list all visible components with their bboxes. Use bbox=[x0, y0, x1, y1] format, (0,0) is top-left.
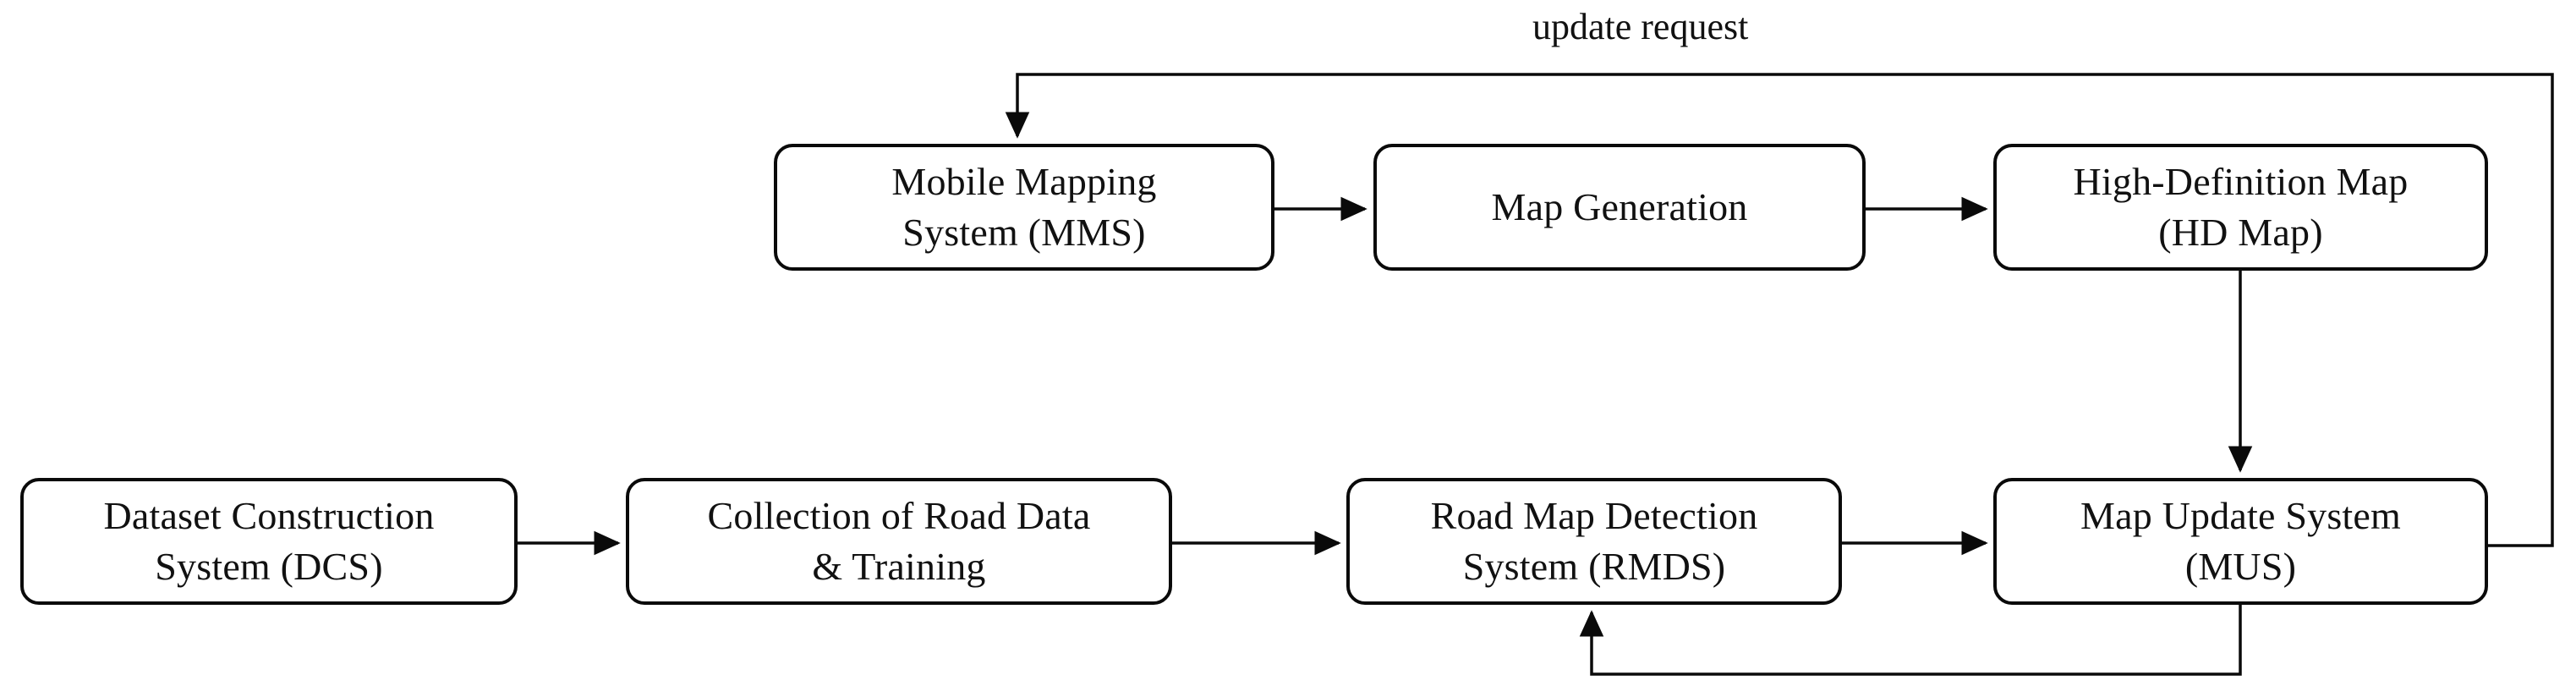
node-label-collection: Collection of Road Data & Training bbox=[707, 494, 1091, 588]
node-mobile-mapping-system[interactable]: Mobile Mapping System (MMS) bbox=[774, 144, 1274, 271]
edge-mus-to-rmds-feedback bbox=[1579, 605, 2242, 676]
node-label-hd-map: High-Definition Map (HD Map) bbox=[2073, 160, 2409, 254]
node-label-rmds: Road Map Detection System (RMDS) bbox=[1430, 494, 1758, 588]
node-road-map-detection-system[interactable]: Road Map Detection System (RMDS) bbox=[1346, 478, 1842, 605]
node-high-definition-map[interactable]: High-Definition Map (HD Map) bbox=[1993, 144, 2488, 271]
node-label-mus: Map Update System (MUS) bbox=[2080, 494, 2401, 588]
node-collection-of-road-data[interactable]: Collection of Road Data & Training bbox=[626, 478, 1172, 605]
edge-label-update-request: update request bbox=[1532, 6, 1749, 47]
node-label-mms: Mobile Mapping System (MMS) bbox=[891, 160, 1157, 254]
edge-mus-to-mms-update-request bbox=[1005, 73, 2554, 547]
node-map-update-system[interactable]: Map Update System (MUS) bbox=[1993, 478, 2488, 605]
node-dataset-construction-system[interactable]: Dataset Construction System (DCS) bbox=[20, 478, 518, 605]
node-map-generation[interactable]: Map Generation bbox=[1373, 144, 1866, 271]
node-label-map-generation: Map Generation bbox=[1491, 185, 1748, 229]
node-label-dcs: Dataset Construction System (DCS) bbox=[103, 494, 435, 588]
